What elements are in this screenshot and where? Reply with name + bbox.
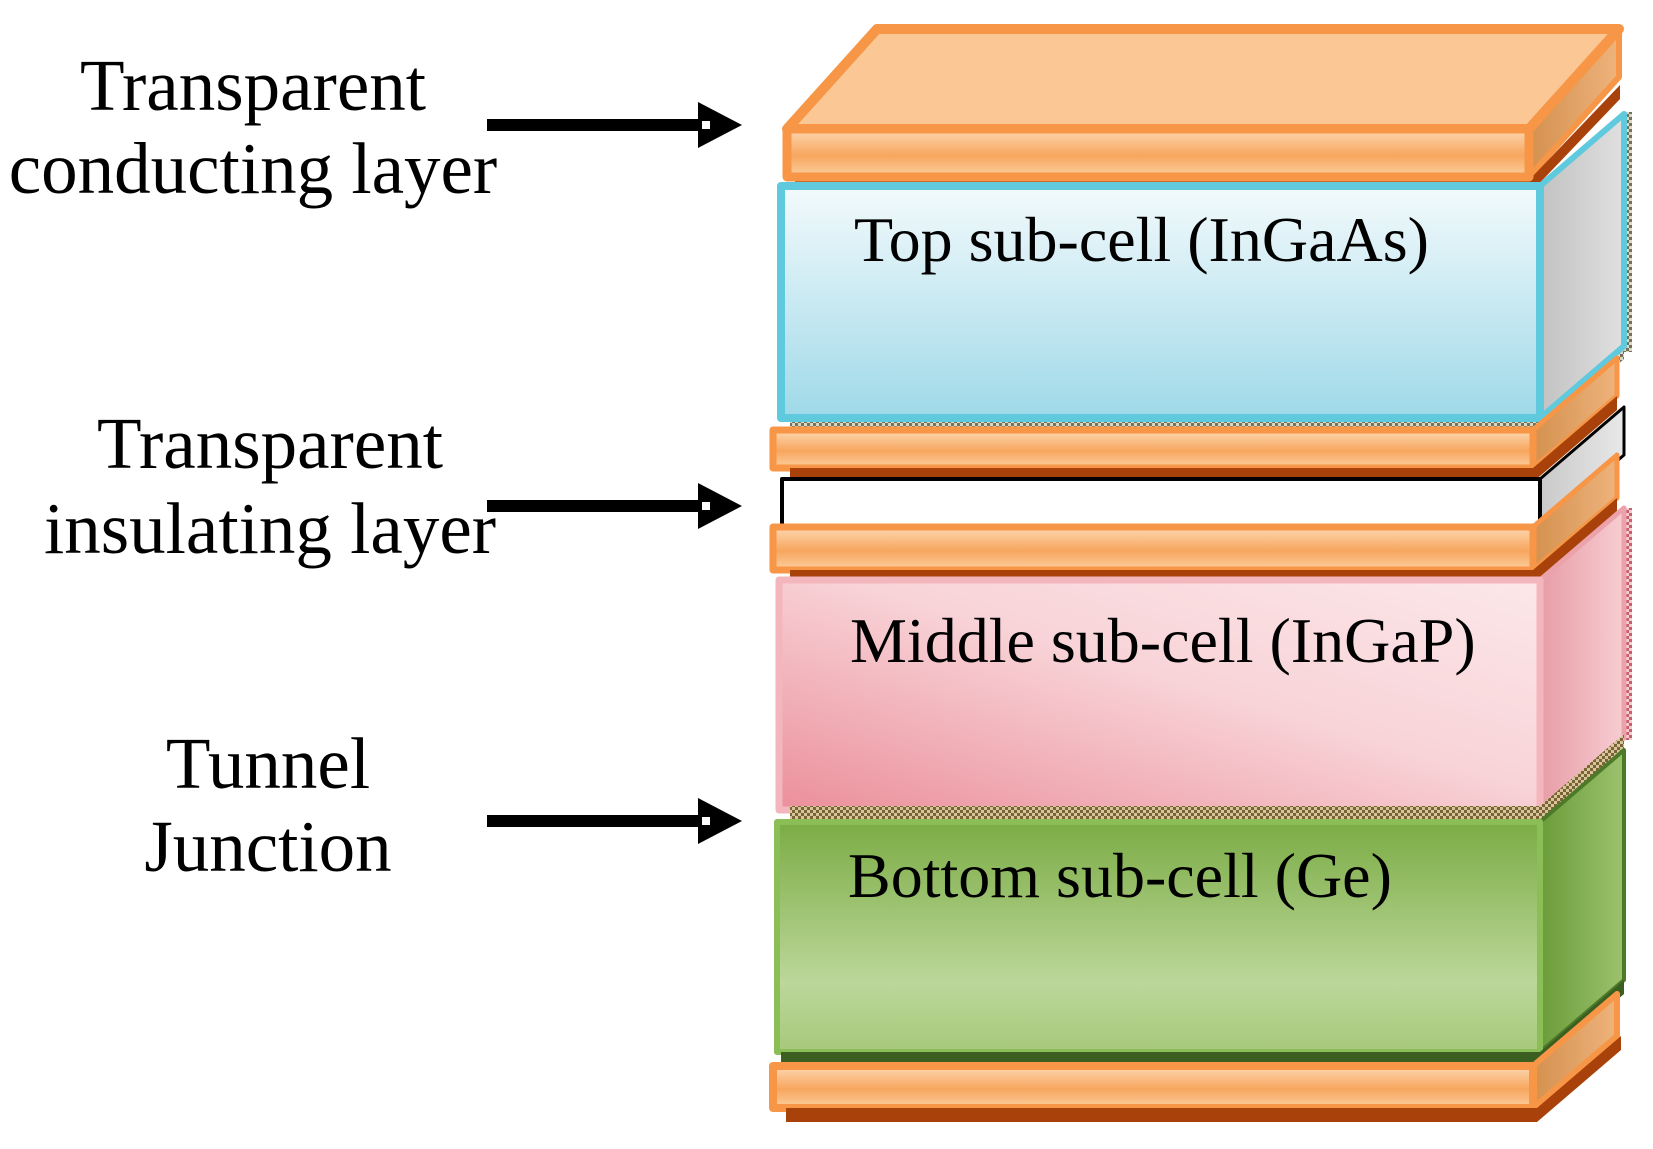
layer-insulating (780, 405, 1626, 529)
middle-subcell-front-face (775, 576, 1544, 814)
layer-middle-subcell: Middle sub-cell (InGaP) (775, 505, 1632, 814)
arrow-head-icon (698, 798, 742, 844)
middle-subcell-rear-hatch-edge (1622, 508, 1632, 740)
arrow-tunnel-junction (487, 798, 742, 844)
top-subcell-front-face (777, 182, 1544, 422)
bottom-subcell-label: Bottom sub-cell (Ge) (848, 840, 1392, 911)
layer-orange-a (769, 355, 1620, 482)
orange-a-front-face (769, 426, 1537, 472)
arrow-head-icon (698, 102, 742, 148)
layer-bottom-subcell: Bottom sub-cell (Ge) (774, 748, 1626, 1066)
arrow-notch (702, 121, 710, 129)
annotation-tunnel-junction: Tunnel Junction (144, 723, 391, 887)
annotation-conducting-line2: conducting layer (9, 128, 498, 209)
arrow-shaft (487, 500, 699, 512)
annotation-insulating-line1: Transparent (97, 403, 443, 484)
layer-top-conducting (782, 24, 1624, 191)
top-subcell-label: Top sub-cell (InGaAs) (854, 204, 1429, 275)
layer-orange-b (769, 452, 1620, 584)
orange-a-shadow (790, 396, 1617, 482)
insulating-front-face (780, 477, 1542, 529)
layer-top-subcell: Top sub-cell (InGaAs) (777, 111, 1632, 422)
arrow-head-icon (698, 483, 742, 529)
top-conducting-front-face (782, 124, 1534, 182)
orange-b-front-face (769, 523, 1537, 574)
arrow-shaft (487, 119, 699, 131)
annotation-conducting-layer: Transparent conducting layer (9, 45, 498, 209)
arrow-shaft (487, 815, 699, 827)
middle-subcell-label: Middle sub-cell (InGaP) (850, 605, 1476, 676)
annotation-insulating-layer: Transparent insulating layer (44, 403, 496, 569)
annotation-tunnel-line1: Tunnel (166, 723, 370, 804)
arrow-notch (702, 502, 710, 510)
annotation-conducting-line1: Transparent (80, 45, 426, 126)
bottom-contact-shadow (786, 1036, 1621, 1122)
arrow-notch (702, 817, 710, 825)
arrow-conducting-layer (487, 102, 742, 148)
annotation-insulating-line2: insulating layer (44, 488, 496, 569)
layer-bottom-contact (769, 991, 1621, 1122)
arrow-insulating-layer (487, 483, 742, 529)
top-conducting-top-face (782, 24, 1624, 134)
bottom-subcell-front-face (774, 819, 1543, 1055)
orange-b-shadow (790, 498, 1617, 584)
annotation-tunnel-line2: Junction (144, 806, 391, 887)
bottom-contact-front-face (769, 1062, 1537, 1112)
